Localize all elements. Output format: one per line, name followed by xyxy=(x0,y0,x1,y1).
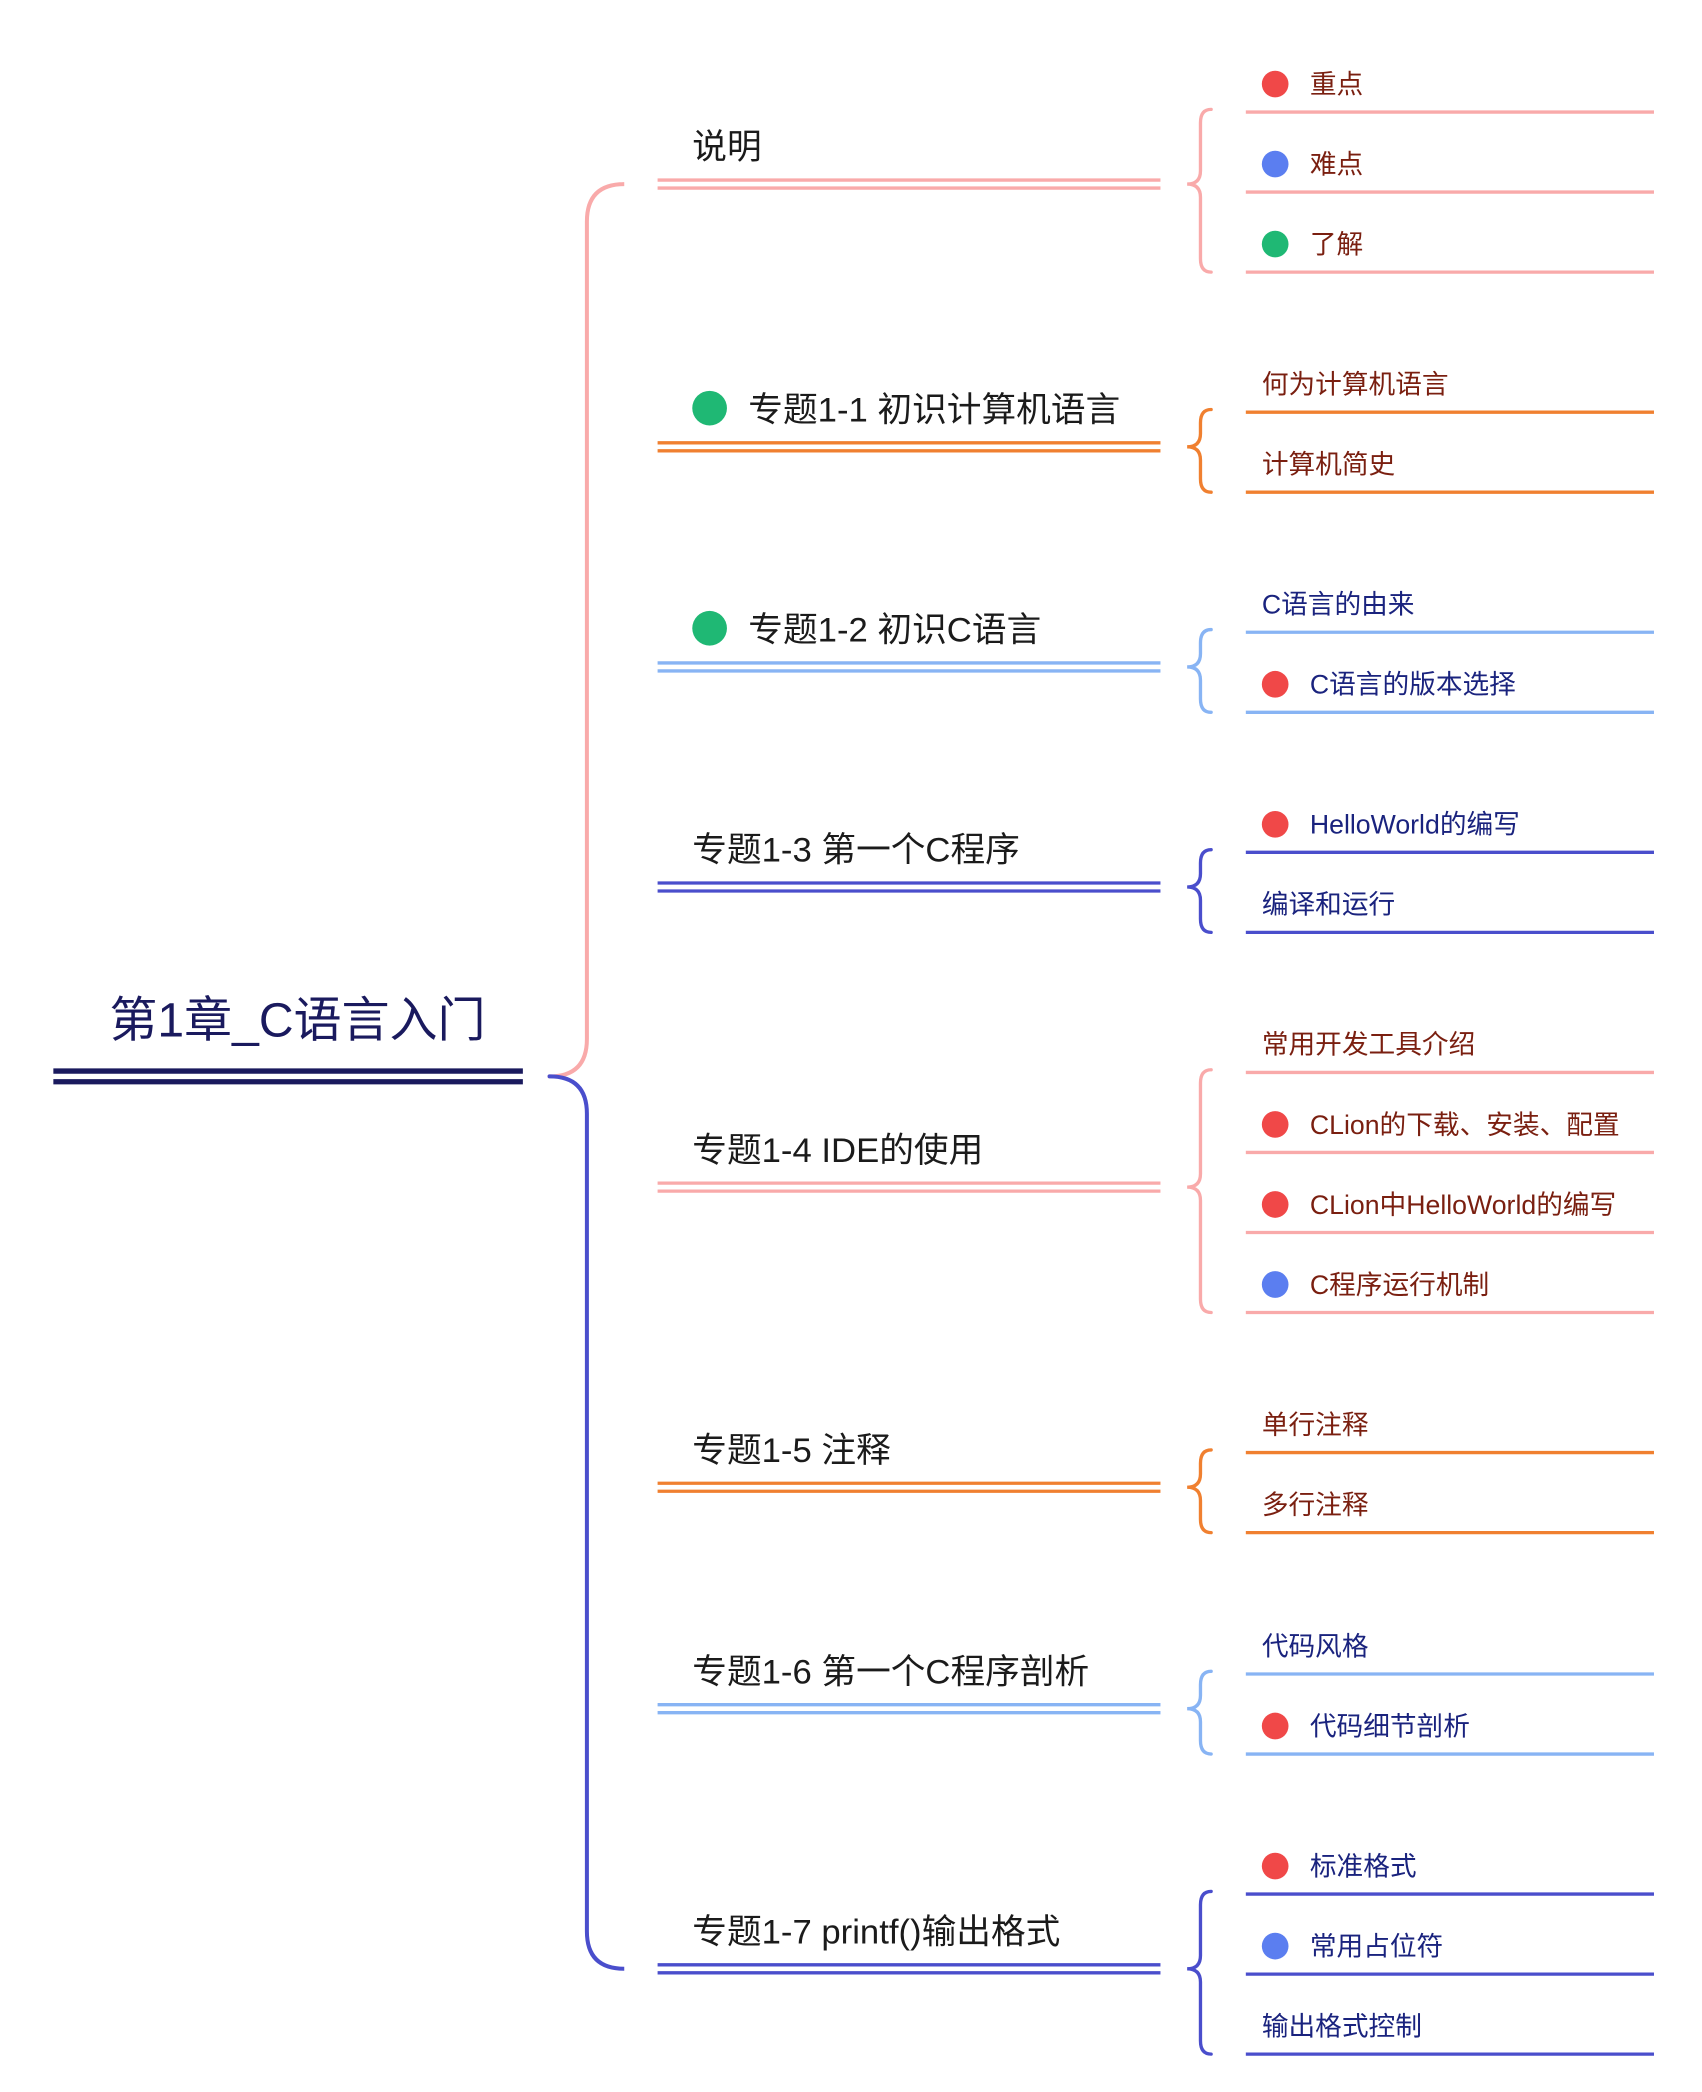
topic-4-label: 专题1-3 第一个C程序 xyxy=(692,829,1020,870)
subtopic-6-2[interactable]: 多行注释 xyxy=(1262,1483,1369,1522)
child-brace xyxy=(1187,1448,1213,1535)
child-brace xyxy=(1187,627,1213,714)
child-brace xyxy=(1187,1889,1213,2056)
subtopic-1-3-label: 了解 xyxy=(1309,230,1364,261)
subtopic-2-1[interactable]: 何为计算机语言 xyxy=(1262,363,1449,402)
subtopic-5-2[interactable]: CLion的下载、安装、配置 xyxy=(1261,1103,1620,1142)
subtopic-2-2[interactable]: 计算机简史 xyxy=(1262,443,1395,482)
topic-3[interactable]: 专题1-2 初识C语言 xyxy=(692,603,1041,652)
topic-8[interactable]: 专题1-7 printf()输出格式 xyxy=(692,1905,1060,1954)
subtopic-8-3-label: 输出格式控制 xyxy=(1261,2012,1422,2043)
red-marker-icon xyxy=(1261,810,1289,838)
topic-2[interactable]: 专题1-1 初识计算机语言 xyxy=(692,383,1120,432)
red-marker-icon xyxy=(1261,1110,1289,1138)
subtopic-2-1-label: 何为计算机语言 xyxy=(1261,370,1449,401)
subtopic-4-1-label: HelloWorld的编写 xyxy=(1309,810,1520,841)
child-brace xyxy=(1187,107,1213,274)
subtopic-1-2-label: 难点 xyxy=(1309,150,1364,181)
root-topic-label: 第1章_C语言入门 xyxy=(109,992,486,1048)
red-marker-icon xyxy=(1261,70,1289,97)
subtopic-4-1[interactable]: HelloWorld的编写 xyxy=(1261,803,1520,842)
topic-3-label: 专题1-2 初识C语言 xyxy=(748,609,1042,650)
spine-bottom xyxy=(547,1074,625,1971)
subtopic-3-1[interactable]: C语言的由来 xyxy=(1262,583,1415,622)
spine-top xyxy=(547,182,625,1079)
subtopic-4-2[interactable]: 编译和运行 xyxy=(1262,883,1395,922)
subtopic-6-1-label: 单行注释 xyxy=(1261,1411,1369,1441)
blue-marker-icon xyxy=(1261,1932,1289,1960)
topic-7-label: 专题1-6 第一个C程序剖析 xyxy=(692,1651,1090,1692)
topic-5-label: 专题1-4 IDE的使用 xyxy=(692,1129,984,1170)
topic-2-label: 专题1-1 初识计算机语言 xyxy=(748,389,1121,430)
subtopic-1-2[interactable]: 难点 xyxy=(1261,143,1364,182)
subtopic-8-1-label: 标准格式 xyxy=(1309,1852,1417,1883)
topic-1[interactable]: 说明 xyxy=(692,120,761,169)
subtopic-2-2-label: 计算机简史 xyxy=(1261,450,1396,481)
subtopic-8-2-label: 常用占位符 xyxy=(1309,1932,1444,1963)
subtopic-5-3[interactable]: CLion中HelloWorld的编写 xyxy=(1261,1183,1617,1222)
topic-1-label: 说明 xyxy=(692,126,762,167)
root-topic[interactable]: 第1章_C语言入门 xyxy=(109,982,485,1051)
blue-marker-icon xyxy=(1261,150,1289,178)
subtopic-5-3-label: CLion中HelloWorld的编写 xyxy=(1309,1191,1617,1221)
topic-4[interactable]: 专题1-3 第一个C程序 xyxy=(692,823,1020,872)
subtopic-4-2-label: 编译和运行 xyxy=(1261,891,1396,921)
subtopic-6-1[interactable]: 单行注释 xyxy=(1262,1403,1369,1442)
subtopic-3-1-label: C语言的由来 xyxy=(1261,590,1415,621)
topic-6[interactable]: 专题1-5 注释 xyxy=(692,1423,890,1472)
green-marker-icon xyxy=(1261,230,1289,258)
child-brace xyxy=(1187,407,1213,494)
subtopic-5-1[interactable]: 常用开发工具介绍 xyxy=(1262,1023,1475,1062)
subtopic-5-4-label: C程序运行机制 xyxy=(1309,1271,1490,1301)
child-brace xyxy=(1187,848,1213,935)
subtopic-1-1[interactable]: 重点 xyxy=(1261,63,1364,102)
red-marker-icon xyxy=(1261,1852,1289,1880)
topic-7[interactable]: 专题1-6 第一个C程序剖析 xyxy=(692,1645,1089,1694)
green-marker-icon xyxy=(692,611,727,646)
subtopic-7-1[interactable]: 代码风格 xyxy=(1262,1625,1369,1664)
green-marker-icon xyxy=(692,390,727,426)
red-marker-icon xyxy=(1261,1190,1289,1218)
subtopic-6-2-label: 多行注释 xyxy=(1261,1491,1369,1521)
subtopic-7-2-label: 代码细节剖析 xyxy=(1309,1712,1470,1743)
topic-6-label: 专题1-5 注释 xyxy=(692,1429,891,1470)
red-marker-icon xyxy=(1261,1712,1289,1739)
subtopic-5-2-label: CLion的下载、安装、配置 xyxy=(1309,1111,1620,1141)
child-brace xyxy=(1187,1068,1213,1315)
child-brace xyxy=(1187,1669,1213,1756)
subtopic-8-2[interactable]: 常用占位符 xyxy=(1261,1925,1444,1964)
subtopic-1-1-label: 重点 xyxy=(1309,70,1364,101)
subtopic-8-1[interactable]: 标准格式 xyxy=(1261,1845,1417,1884)
red-marker-icon xyxy=(1261,670,1289,698)
topic-5[interactable]: 专题1-4 IDE的使用 xyxy=(692,1123,983,1172)
subtopic-5-4[interactable]: C程序运行机制 xyxy=(1261,1263,1490,1302)
subtopic-1-3[interactable]: 了解 xyxy=(1261,223,1364,262)
topic-8-label: 专题1-7 printf()输出格式 xyxy=(692,1911,1061,1952)
subtopic-3-2-label: C语言的版本选择 xyxy=(1309,670,1516,701)
subtopic-8-3[interactable]: 输出格式控制 xyxy=(1262,2005,1422,2044)
blue-marker-icon xyxy=(1261,1270,1289,1298)
subtopic-7-1-label: 代码风格 xyxy=(1261,1632,1369,1662)
subtopic-3-2[interactable]: C语言的版本选择 xyxy=(1261,663,1516,702)
subtopic-7-2[interactable]: 代码细节剖析 xyxy=(1261,1705,1470,1744)
subtopic-5-1-label: 常用开发工具介绍 xyxy=(1261,1031,1476,1061)
